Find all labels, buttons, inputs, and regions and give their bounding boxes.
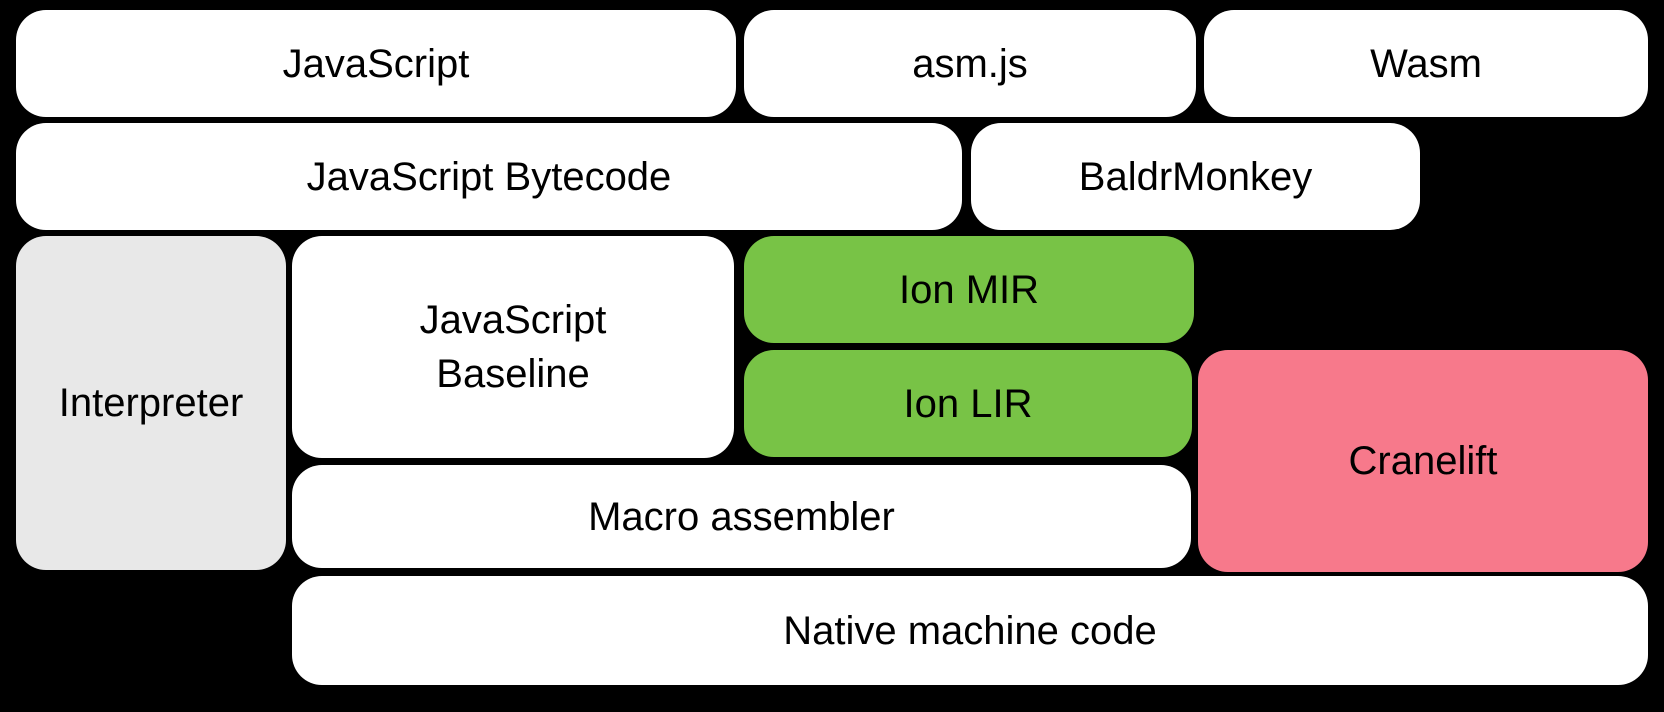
node-javascript: JavaScript xyxy=(16,10,736,117)
node-wasm: Wasm xyxy=(1204,10,1648,117)
node-native-machine-code: Native machine code xyxy=(292,576,1648,685)
node-asmjs: asm.js xyxy=(744,10,1196,117)
node-javascript-bytecode: JavaScript Bytecode xyxy=(16,123,962,230)
node-macro-assembler: Macro assembler xyxy=(292,465,1191,568)
node-cranelift: Cranelift xyxy=(1198,350,1648,572)
node-baldrmonkey: BaldrMonkey xyxy=(971,123,1420,230)
node-javascript-baseline: JavaScript Baseline xyxy=(292,236,734,458)
node-ion-lir: Ion LIR xyxy=(744,350,1192,457)
node-ion-mir: Ion MIR xyxy=(744,236,1194,343)
node-interpreter: Interpreter xyxy=(16,236,286,570)
